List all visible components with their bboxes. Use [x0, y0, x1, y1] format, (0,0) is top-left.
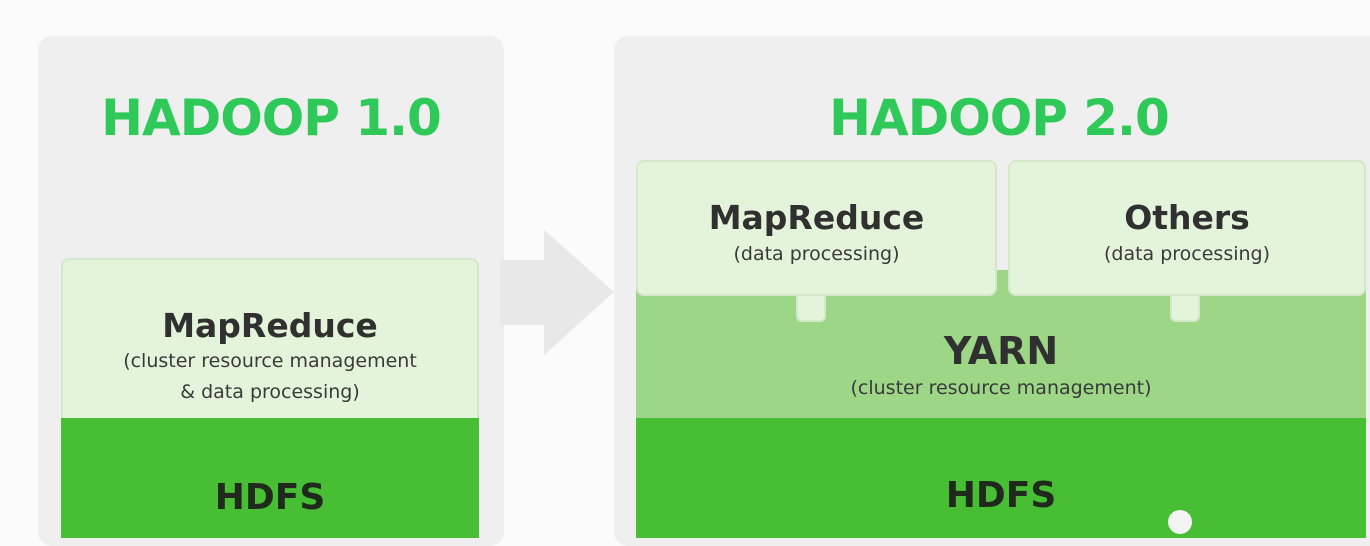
hadoop1-title: HADOOP 1.0 — [101, 89, 442, 147]
hadoop2-yarn-desc: (cluster resource management) — [850, 377, 1152, 399]
decorative-dot — [1168, 510, 1192, 534]
arrow-right-icon — [500, 230, 614, 355]
hadoop1-mapreduce-desc-line2: & data processing) — [180, 381, 360, 403]
hadoop2-others-box: Others (data processing) — [1008, 160, 1366, 296]
hadoop1-mapreduce-box: MapReduce (cluster resource management &… — [61, 258, 479, 418]
hadoop2-title: HADOOP 2.0 — [829, 89, 1170, 147]
hadoop1-hdfs-box: HDFS — [61, 418, 479, 538]
others-connector-tab — [1170, 294, 1200, 322]
hadoop2-others-name: Others — [1124, 198, 1250, 237]
hadoop1-mapreduce-name: MapReduce — [162, 306, 378, 345]
hadoop2-others-desc: (data processing) — [1103, 243, 1271, 265]
hadoop2-hdfs-box: HDFS — [636, 418, 1366, 538]
hadoop2-hdfs-name: HDFS — [945, 475, 1057, 516]
mapreduce-connector-tab — [796, 294, 826, 322]
hadoop2-mapreduce-name: MapReduce — [708, 198, 925, 237]
hadoop1-hdfs-name: HDFS — [214, 477, 326, 518]
hadoop2-mapreduce-box: MapReduce (data processing) — [636, 160, 997, 296]
hadoop2-yarn-name: YARN — [943, 329, 1059, 373]
hadoop1-mapreduce-desc-line1: (cluster resource management — [123, 350, 417, 372]
hadoop2-mapreduce-desc: (data processing) — [733, 243, 900, 265]
